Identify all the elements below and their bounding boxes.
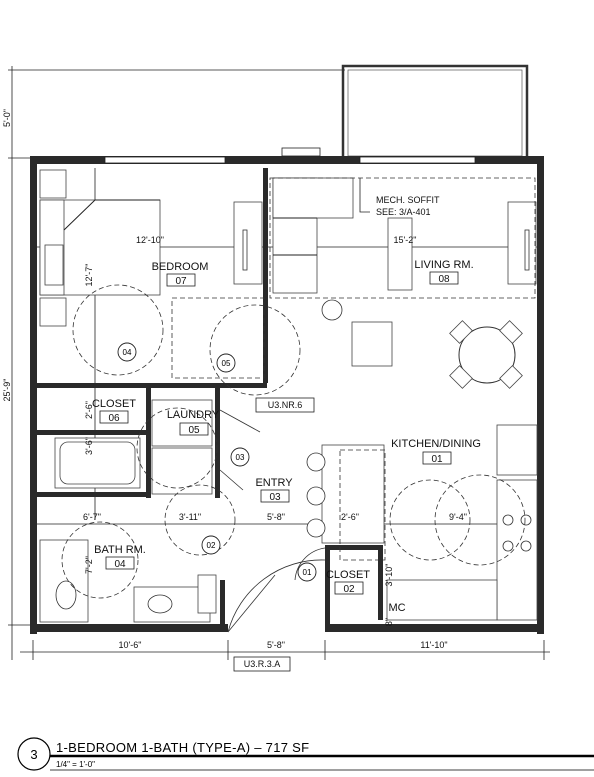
drawing-title: 1-BEDROOM 1-BATH (TYPE-A) – 717 SF <box>56 740 309 755</box>
kitchen-label: KITCHEN/DINING <box>391 438 481 450</box>
drawing-number: 3 <box>30 747 37 762</box>
bath-fixtures <box>39 437 217 623</box>
title-block: 3 1-BEDROOM 1-BATH (TYPE-A) – 717 SF 1/4… <box>17 737 594 771</box>
door-tags: 04 05 03 02 01 <box>117 342 317 582</box>
bath-label: BATH RM. <box>94 544 146 556</box>
tag-03: 03 <box>236 453 245 462</box>
dim-hall-width: 3'-11" <box>179 512 201 522</box>
dim-bedroom-height: 12'-7" <box>84 264 94 287</box>
drawing-scale: 1/4" = 1'-0" <box>56 760 95 769</box>
windows-side <box>233 201 537 285</box>
dim-bedroom-width: 12'-10" <box>136 235 164 245</box>
tag-02: 02 <box>207 541 216 550</box>
laundry-number: 05 <box>188 425 200 436</box>
dim-overall-height: 25'-9" <box>2 379 12 402</box>
dimension-labels: 5'-0" 25'-9" 12'-10" 12'-7" 15'-2" 2'-6"… <box>2 109 467 650</box>
closet-number: 06 <box>108 413 120 424</box>
mc-label: MC <box>388 602 405 614</box>
laundry-units <box>151 399 213 495</box>
dim-bottom-left: 10'-6" <box>119 640 142 650</box>
ref-tag-top: U3.NR.6 <box>268 400 303 410</box>
clearance-areas <box>61 177 536 599</box>
balcony <box>341 64 529 160</box>
dim-counter-width: 2'-6" <box>341 512 359 522</box>
soffit-note-2: SEE: 3/A-401 <box>376 207 431 217</box>
dim-entry-width: 5'-8" <box>267 512 285 522</box>
door-swings <box>219 409 326 633</box>
living-number: 08 <box>438 274 450 285</box>
entry-number: 03 <box>269 492 281 503</box>
bed <box>39 169 161 327</box>
closet2-number: 02 <box>343 584 355 595</box>
dim-bath-width: 6'-7" <box>83 512 101 522</box>
tag-01: 01 <box>303 568 312 577</box>
dim-closet2-depth: 8" <box>384 618 394 626</box>
closet-label: CLOSET <box>92 398 136 410</box>
dim-kitchen-width: 9'-4" <box>449 512 467 522</box>
tag-04: 04 <box>123 348 132 357</box>
ref-tag-bottom: U3.R.3.A <box>244 659 281 669</box>
interior-walls <box>37 168 383 625</box>
room-labels: BEDROOM 07 LIVING RM. 08 CLOSET 06 LAUND… <box>92 259 481 614</box>
notes: MECH. SOFFIT SEE: 3/A-401 U3.NR.6 U3.R.3… <box>233 178 440 672</box>
kitchen-number: 01 <box>431 454 443 465</box>
dim-bath-vertical: 3'-6" <box>84 437 94 455</box>
bedroom-label: BEDROOM <box>152 261 209 273</box>
tag-05: 05 <box>222 359 231 368</box>
dim-bath-height: 7'-2" <box>84 556 94 574</box>
dim-closet-height: 2'-6" <box>84 401 94 419</box>
dim-bottom-mid: 5'-8" <box>267 640 285 650</box>
closet2-label: CLOSET <box>326 569 370 581</box>
dim-living-width: 15'-2" <box>394 235 417 245</box>
bedroom-number: 07 <box>175 276 187 287</box>
kitchen-fixtures <box>306 424 538 621</box>
exterior-walls <box>30 147 544 634</box>
laundry-label: LAUNDRY <box>167 409 220 421</box>
dim-balcony: 5'-0" <box>2 109 12 127</box>
entry-label: ENTRY <box>255 477 293 489</box>
dim-closet2-height: 3'-10" <box>384 564 394 587</box>
living-label: LIVING RM. <box>414 259 473 271</box>
soffit-note-1: MECH. SOFFIT <box>376 195 440 205</box>
bath-number: 04 <box>114 559 126 570</box>
dim-bottom-right: 11'-10" <box>420 640 447 650</box>
dining-table <box>321 299 523 389</box>
